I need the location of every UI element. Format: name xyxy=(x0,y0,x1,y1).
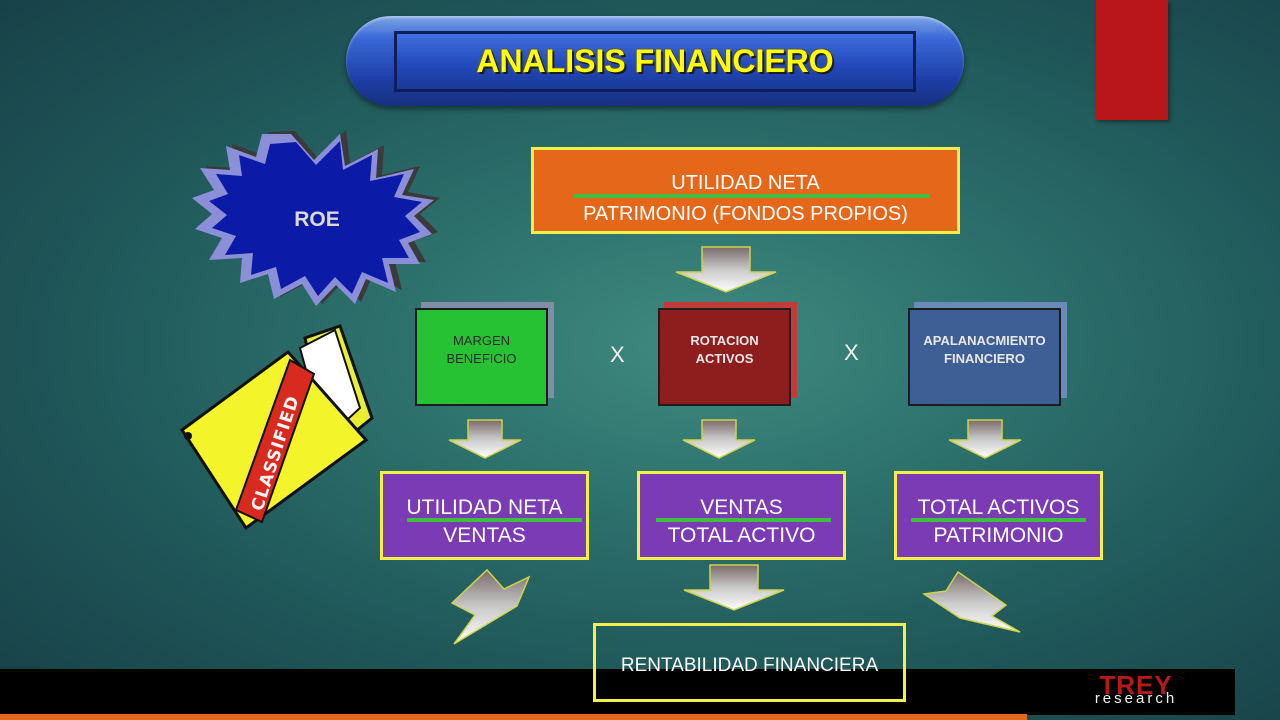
brand-subtitle: research xyxy=(1094,690,1178,707)
multiply-operator: X xyxy=(610,342,625,367)
factor-apalancamiento-financiero: APALANACMIENTO FINANCIERO xyxy=(908,308,1061,406)
formula-denominator: PATRIMONIO (FONDOS PROPIOS) xyxy=(583,203,908,225)
ratio-numerator: TOTAL ACTIVOS xyxy=(917,496,1080,519)
ratio-box-apalancamiento: TOTAL ACTIVOS PATRIMONIO xyxy=(894,471,1103,560)
down-arrow-icon xyxy=(675,246,777,293)
factor-rotacion-activos: ROTACION ACTIVOS xyxy=(658,308,791,406)
title-banner-inner xyxy=(394,31,916,92)
red-tab-decoration xyxy=(1096,0,1168,120)
ratio-denominator: PATRIMONIO xyxy=(933,524,1064,547)
down-arrow-icon xyxy=(448,419,522,459)
ratio-box-margen: UTILIDAD NETA VENTAS xyxy=(380,471,589,560)
classified-folder-icon: CLASSIFIED xyxy=(179,324,374,531)
footer-accent-line xyxy=(0,714,1027,720)
brand-logo: TREY research xyxy=(1088,671,1184,715)
diagonal-arrow-icon xyxy=(921,570,1021,633)
down-arrow-icon xyxy=(682,419,756,459)
roe-starburst-icon xyxy=(192,130,440,306)
fraction-bar xyxy=(656,518,831,522)
roe-formula-box: UTILIDAD NETA PATRIMONIO (FONDOS PROPIOS… xyxy=(531,147,960,234)
roe-label: ROE xyxy=(294,208,340,231)
diagonal-arrow-icon xyxy=(450,568,531,645)
fraction-bar xyxy=(407,518,582,522)
page-title: ANALISIS FINANCIERO xyxy=(476,43,834,79)
ratio-box-rotacion: VENTAS TOTAL ACTIVO xyxy=(637,471,846,560)
fraction-bar xyxy=(574,194,929,198)
fraction-bar xyxy=(911,518,1086,522)
factor-margen-beneficio: MARGEN BENEFICIO xyxy=(415,308,548,406)
ratio-denominator: TOTAL ACTIVO xyxy=(667,524,816,547)
down-arrow-icon xyxy=(948,419,1022,459)
down-arrow-icon xyxy=(683,564,785,611)
footer-bar xyxy=(0,669,1235,715)
ratio-denominator: VENTAS xyxy=(443,524,526,547)
ratio-numerator: VENTAS xyxy=(700,496,783,519)
ratio-numerator: UTILIDAD NETA xyxy=(406,496,563,519)
result-box: RENTABILIDAD FINANCIERA xyxy=(593,623,906,702)
brand-name: TREY xyxy=(1099,670,1173,700)
multiply-operator: X xyxy=(844,340,859,365)
formula-numerator: UTILIDAD NETA xyxy=(671,172,820,194)
